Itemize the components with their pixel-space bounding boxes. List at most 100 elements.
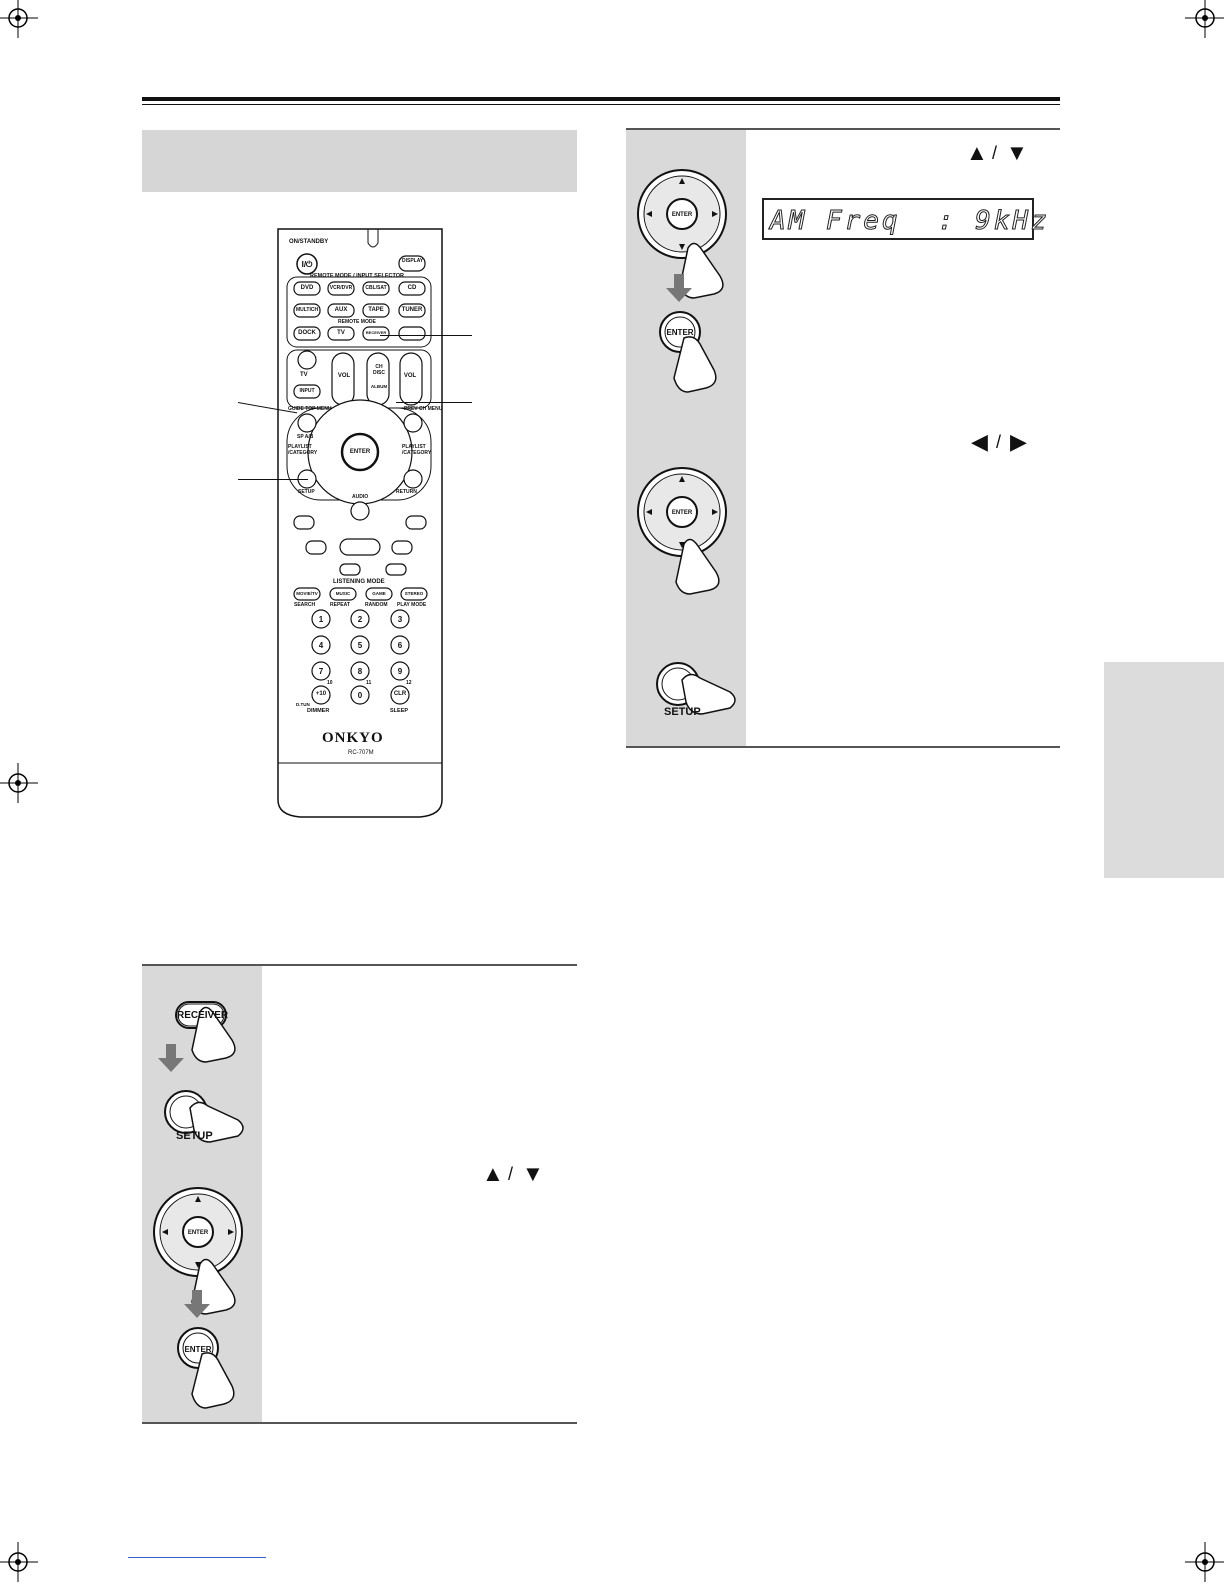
enter-updown-press-icon [153,1187,243,1409]
remote-key-tv: TV [337,330,345,336]
leader-line [396,402,472,403]
crop-mark-icon [0,763,38,803]
crop-mark-icon [0,0,38,38]
right-arrow-icon: ▶ [1010,429,1027,454]
remote-num-2: 2 [357,615,363,624]
crop-mark-icon [1185,1542,1224,1582]
lcd-display: AM Freq : 9kHz [762,198,1047,240]
remote-vol-label-right: VOL [403,373,417,379]
remote-playlist-right: PLAYLIST /CATEGORY [402,444,432,456]
remote-random-label: RANDOM [365,602,388,608]
remote-sub-10: 10 [327,680,333,686]
crop-mark-icon [1185,0,1224,38]
enter-disc-label: ENTER [187,1230,209,1236]
leader-line [238,479,308,480]
remote-num-5: 5 [357,641,363,650]
remote-key-dvd: DVD [300,285,314,291]
remote-vol-label: VOL [337,373,351,379]
enter-updown-press-icon [637,169,727,393]
step-box: ENTER ENTER ▲ / ▼ [626,128,1060,422]
crop-mark-icon [0,1542,38,1582]
up-arrow-icon: ▲ [966,140,988,165]
remote-num-plus10: +10 [315,691,327,697]
step-box: ENTER ENTER ▲ / ▼ [142,1150,577,1424]
remote-num-0: 0 [357,691,363,700]
remote-brand-logo: ONKYO [322,730,384,746]
remote-prevch-label: PREV CH MENU [404,406,443,412]
remote-audio-label: AUDIO [352,494,369,500]
remote-return-label: RETURN [396,489,417,495]
step-illustration-gutter: ENTER ENTER [142,1150,262,1422]
remote-num-8: 8 [357,667,363,676]
remote-repeat-label: REPEAT [330,602,350,608]
remote-num-9: 9 [397,667,403,676]
section-title-box [142,130,577,192]
remote-model-label: RC-707M [348,750,374,756]
remote-ch-disc-label: CH DISC [373,364,385,376]
remote-lm-music: MUSIC [335,591,351,596]
enter-leftright-press-icon [637,467,727,595]
remote-key-cbl: CBL/SAT [365,285,387,291]
remote-key-tape: TAPE [368,307,384,313]
left-arrow-icon: ◀ [971,429,988,454]
remote-lm-movie: MOVIE/TV [296,591,318,596]
svg-text:I/⏻: I/⏻ [302,260,313,269]
remote-key-aux: AUX [334,307,348,313]
enter-disc-label: ENTER [671,212,693,218]
remote-key-dock: DOCK [298,330,316,336]
header-rule-thin [142,104,1060,105]
enter-button-label: ENTER [666,328,694,337]
remote-dtun-label: D.TUN [296,702,310,707]
remote-num-clr: CLR [393,691,407,697]
step-box: RECEIVER SETUP [142,964,577,1154]
enter-disc-label: ENTER [671,510,693,516]
remote-sub-12: 12 [406,680,412,686]
header-rule [142,97,1060,101]
down-arrow-icon: ▼ [1006,140,1028,165]
remote-playmode-label: PLAY MODE [397,602,427,608]
side-tab [1104,662,1224,878]
remote-listening-mode-header: LISTENING MODE [333,579,385,585]
remote-sub-11: 11 [366,680,372,686]
setup-press-icon [656,662,736,715]
remote-num-1: 1 [318,615,324,624]
remote-setup-label: SETUP [298,489,315,495]
remote-spab-label: SP A/B [297,434,314,440]
remote-num-3: 3 [397,615,403,624]
remote-search-label: SEARCH [294,602,316,608]
remote-display-label: DISPLAY [402,258,424,264]
up-arrow-icon: ▲ [482,1161,504,1186]
step-illustration-gutter: ENTER [626,418,746,614]
remote-num-4: 4 [318,641,324,650]
step-illustration-gutter: RECEIVER SETUP [142,966,262,1152]
setup-button-label: SETUP [664,706,701,718]
remote-sleep-label: SLEEP [390,708,409,714]
remote-mode-header: REMOTE MODE [338,319,376,325]
remote-guide-label: GUIDE TOP MENU [288,406,332,412]
remote-key-cd: CD [407,285,417,291]
power-button[interactable] [296,253,318,275]
remote-key-receiver: RECEIVER [365,330,387,335]
remote-key-multich: MULTICH [295,307,319,313]
remote-num-6: 6 [397,641,403,650]
remote-tv-label: TV [300,372,308,378]
remote-key-tuner: TUNER [401,307,423,313]
receiver-setup-press-icon [158,1001,244,1143]
remote-lm-stereo: STEREO [404,591,424,596]
step-box: ENTER ◀ / ▶ [626,418,1060,616]
leader-line [380,335,472,336]
enter-button-label: ENTER [184,1345,212,1354]
slash-separator: / [996,432,1002,452]
remote-lm-game: GAME [372,591,386,596]
remote-key-vcr: VCR/DVR [329,285,353,291]
step-illustration-gutter: SETUP [626,614,746,746]
remote-input-label: INPUT [299,388,315,394]
step-illustration-gutter: ENTER ENTER [626,130,746,420]
remote-illustration: I/⏻ [277,228,443,818]
setup-button-label: SETUP [176,1130,213,1142]
down-arrow-icon: ▼ [522,1161,544,1186]
remote-num-7: 7 [318,667,324,676]
remote-album-label: ALBUM [370,384,388,389]
remote-input-selector-header: REMOTE MODE / INPUT SELECTOR [310,273,405,279]
slash-separator: / [992,143,998,163]
